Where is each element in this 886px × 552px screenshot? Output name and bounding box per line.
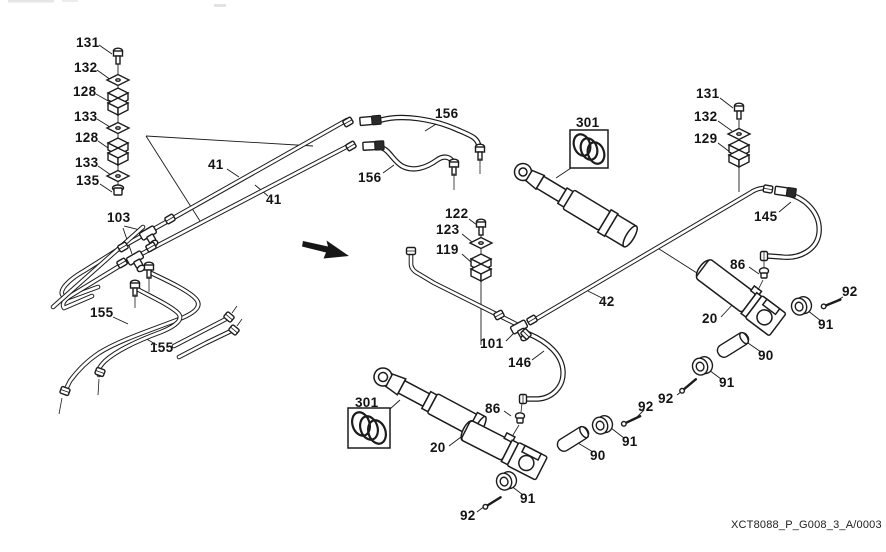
callout-123: 123: [436, 222, 460, 237]
callout-41-b: 41: [266, 192, 282, 207]
drawing-number: XCT8088_P_G008_3_A/0003: [731, 519, 882, 531]
callout-42: 42: [599, 294, 615, 309]
callout-133-b: 133: [75, 155, 99, 170]
callout-129: 129: [694, 131, 718, 146]
callout-145: 145: [754, 209, 778, 224]
callout-91-b: 91: [719, 375, 735, 390]
callout-122: 122: [445, 206, 469, 221]
callout-92-c: 92: [638, 399, 654, 414]
scan-artifacts: [8, 0, 226, 7]
hose-156-lower: [380, 147, 453, 169]
callout-128-a: 128: [73, 84, 97, 99]
callout-155-a: 155: [90, 305, 114, 320]
callout-20-b: 20: [430, 440, 446, 455]
callout-41-a: 41: [208, 157, 224, 172]
hose-146: [527, 334, 563, 399]
callout-90-b: 90: [590, 448, 606, 463]
callout-20-a: 20: [702, 311, 718, 326]
callout-91-d: 91: [520, 491, 536, 506]
direction-arrow: [302, 240, 349, 259]
callout-103: 103: [107, 210, 131, 225]
callout-132-b: 132: [694, 109, 718, 124]
callout-92-d: 92: [460, 508, 476, 523]
cylinder-right: [695, 259, 787, 336]
callout-155-b: 155: [150, 340, 174, 355]
callout-135: 135: [76, 173, 100, 188]
seal-kit-box-top: [569, 129, 609, 169]
callout-131-b: 131: [696, 86, 720, 101]
callout-101: 101: [480, 336, 504, 351]
callout-156-a: 156: [435, 106, 459, 121]
callout-146: 146: [508, 355, 532, 370]
callout-86-a: 86: [730, 257, 746, 272]
callout-301-b: 301: [355, 395, 379, 410]
clamp-stack-right: [727, 102, 751, 167]
callout-128-b: 128: [75, 130, 99, 145]
callout-133-a: 133: [74, 109, 98, 124]
callout-132-a: 132: [74, 60, 98, 75]
callout-92-a: 92: [842, 284, 858, 299]
callout-156-b: 156: [358, 170, 382, 185]
cylinder-bottom-rod-end: [460, 420, 548, 481]
callout-131-a: 131: [76, 35, 100, 50]
tube-fittings: [58, 114, 798, 436]
seal-kit-box-bottom: [347, 407, 391, 449]
callout-301-a: 301: [576, 115, 600, 130]
callout-92-b: 92: [658, 391, 674, 406]
callout-86-b: 86: [485, 401, 501, 416]
hose-156-upper: [378, 118, 479, 147]
callout-90-a: 90: [758, 348, 774, 363]
callout-119: 119: [436, 242, 459, 257]
hose-145: [768, 193, 819, 257]
tube-41-pair: [62, 120, 350, 308]
cylinder-top: [513, 162, 638, 248]
callout-91-c: 91: [622, 434, 638, 449]
callout-91-a: 91: [818, 317, 834, 332]
